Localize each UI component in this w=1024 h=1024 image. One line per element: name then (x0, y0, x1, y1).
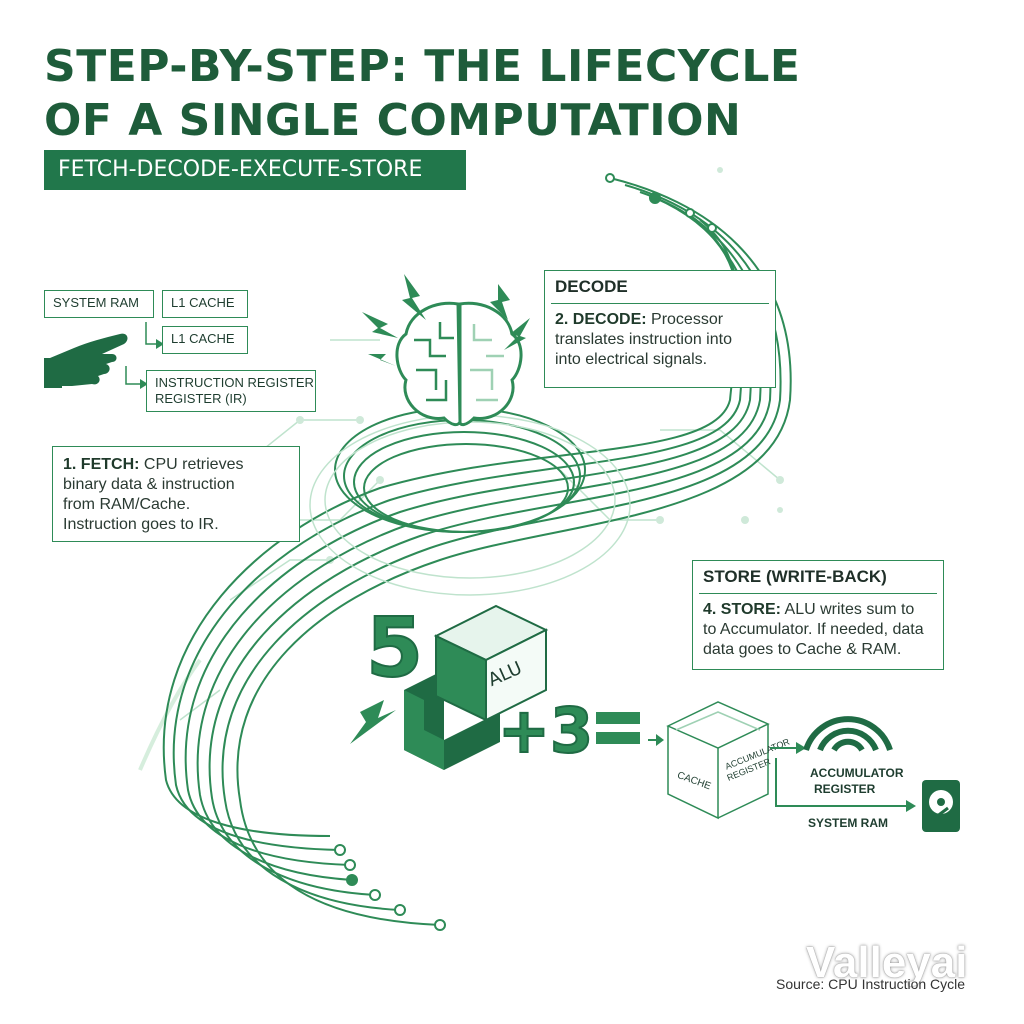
fetch-line-1: 1. FETCH: CPU retrieves (63, 455, 289, 475)
hard-drive-icon (922, 780, 960, 832)
cache-cube (666, 701, 770, 820)
fetch-line-2: binary data & instruction (63, 476, 235, 493)
watermark: Valleyai (806, 938, 968, 987)
source-note: Source: CPU Instruction Cycle (776, 976, 966, 992)
tag-l1-cache-top: L1 CACHE (162, 290, 248, 318)
equals-sign-top (596, 712, 640, 724)
title-line-1: STEP-BY-STEP: THE LIFECYCLE (44, 41, 801, 92)
store-line-3: data goes to Cache & RAM. (703, 641, 902, 658)
decode-line-1: 2. DECODE: Processor (555, 310, 765, 330)
store-label: 4. STORE: (703, 601, 781, 618)
arrowhead-l1 (156, 339, 164, 349)
arrowhead-ir (140, 379, 148, 389)
decode-line-3: into electrical signals. (555, 351, 708, 368)
lightning-icon (350, 274, 530, 744)
store-line-1-text: ALU writes sum to (780, 601, 915, 618)
cycle-banner: FETCH-DECODE-EXECUTE-STORE (44, 150, 466, 190)
brain-icon (395, 301, 523, 427)
system-ram-label: SYSTEM RAM (808, 816, 889, 830)
hand-pointer-icon (44, 333, 128, 388)
decode-line-2: translates instruction into (555, 331, 732, 348)
tag-system-ram: SYSTEM RAM (44, 290, 154, 318)
signal-arc-icon (803, 716, 893, 752)
decode-card: DECODE 2. DECODE: Processor translates i… (544, 270, 776, 388)
store-heading: STORE (WRITE-BACK) (699, 567, 937, 594)
decode-heading: DECODE (551, 277, 769, 304)
decode-line-1-text: Processor (646, 311, 724, 328)
page-title: STEP-BY-STEP: THE LIFECYCLE OF A SINGLE … (44, 40, 800, 148)
store-line-2: to Accumulator. If needed, data (703, 621, 924, 638)
decode-label: 2. DECODE: (555, 311, 647, 328)
tag-l1-cache: L1 CACHE (162, 326, 248, 354)
title-line-2: OF A SINGLE COMPUTATION (44, 95, 742, 146)
accumulator-label-line-1: ACCUMULATOR (810, 766, 904, 780)
fetch-connectors (125, 322, 158, 385)
cable-terminal-dots (334, 173, 717, 931)
store-line-1: 4. STORE: ALU writes sum to (703, 600, 933, 620)
arrowhead-accumulator (796, 742, 806, 754)
fetch-line-4: Instruction goes to IR. (63, 516, 219, 533)
cache-cube-label: CACHE (676, 770, 713, 792)
fetch-line-1-text: CPU retrieves (139, 456, 244, 473)
equals-sign-bottom (596, 732, 640, 744)
store-card: STORE (WRITE-BACK) 4. STORE: ALU writes … (692, 560, 944, 670)
digit-plus-three: +3 (498, 694, 593, 767)
tag-instruction-register: INSTRUCTION REGISTER REGISTER (IR) (146, 370, 316, 412)
tag-ir-line-2: REGISTER (IR) (155, 391, 247, 406)
store-arrows (770, 747, 908, 807)
accumulator-label-line-2: REGISTER (814, 782, 876, 796)
tag-ir-line-1: INSTRUCTION REGISTER (155, 375, 314, 390)
fetch-card: 1. FETCH: CPU retrieves binary data & in… (52, 446, 300, 542)
digit-five: 5 (366, 601, 423, 696)
execute-blocks: 5 ALU +3 (365, 600, 664, 770)
arrowhead-ram (906, 800, 916, 812)
fetch-line-3: from RAM/Cache. (63, 496, 191, 513)
fetch-label: 1. FETCH: (63, 456, 140, 473)
